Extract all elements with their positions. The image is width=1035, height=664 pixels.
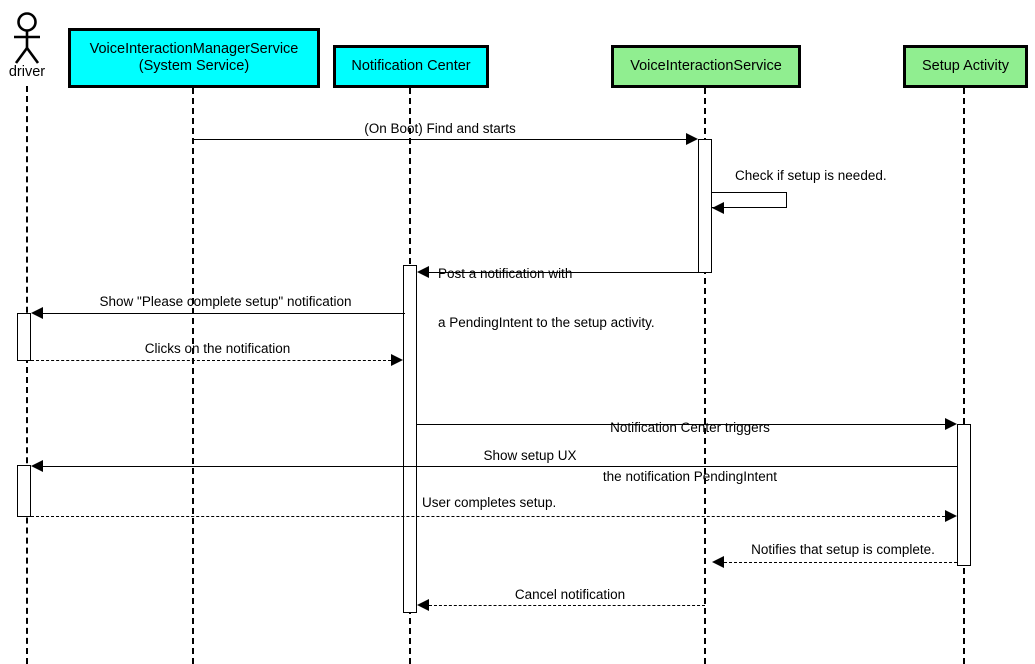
lifeline-driver [26, 86, 28, 664]
participant-box-notification-center[interactable]: Notification Center [333, 45, 489, 88]
message-label-9: Notifies that setup is complete. [751, 542, 935, 557]
activation-notification-center [403, 265, 417, 613]
lifeline-setup-activity [963, 88, 965, 664]
message-arrowhead-9 [712, 556, 724, 568]
message-arrowhead-4 [31, 307, 43, 319]
message-line-5 [31, 360, 391, 361]
message-arrowhead-8 [945, 510, 957, 522]
message-label-4: Show "Please complete setup" notificatio… [99, 294, 352, 309]
message-label-1: (On Boot) Find and starts [364, 121, 516, 136]
participant-label-setup-activity: Setup Activity [921, 57, 1010, 74]
participant-box-setup-activity[interactable]: Setup Activity [903, 45, 1028, 88]
participant-box-voiceinteractionmanagerservice[interactable]: VoiceInteractionManagerService (System S… [68, 28, 320, 88]
participant-label-driver: driver [8, 64, 46, 80]
message-line-1 [192, 139, 688, 140]
lifeline-voiceinteractionmanagerservice [192, 88, 194, 664]
message-label-8: User completes setup. [422, 495, 557, 510]
message-line-3 [429, 272, 705, 273]
message-label-3-line1: Post a notification with [438, 265, 573, 281]
message-label-3: Post a notification with a PendingIntent… [438, 233, 738, 365]
message-label-7: Show setup UX [483, 448, 577, 463]
message-arrowhead-2 [712, 202, 724, 214]
activation-voiceinteractionservice [698, 139, 712, 273]
activation-driver-2 [17, 465, 31, 517]
participant-label-vims-line1: VoiceInteractionManagerService [89, 40, 299, 57]
message-arrowhead-5 [391, 354, 403, 366]
message-label-3-line2: a PendingIntent to the setup activity. [438, 315, 655, 331]
message-line-7 [43, 466, 958, 467]
activation-driver-1 [17, 313, 31, 361]
participant-label-voiceinteractionservice: VoiceInteractionService [630, 57, 782, 74]
participant-box-voiceinteractionservice[interactable]: VoiceInteractionService [611, 45, 801, 88]
message-selfcall-box-2 [712, 192, 787, 208]
driver-actor-icon [4, 12, 50, 64]
message-label-10: Cancel notification [514, 587, 626, 602]
message-arrowhead-3 [417, 266, 429, 278]
message-line-4 [43, 313, 405, 314]
message-label-5: Clicks on the notification [144, 341, 291, 356]
message-label-6-line2: the notification PendingIntent [602, 469, 778, 485]
participant-label-notification-center: Notification Center [351, 57, 471, 74]
message-arrowhead-6 [945, 418, 957, 430]
lifeline-voiceinteractionservice [704, 88, 706, 664]
message-label-2: Check if setup is needed. [735, 168, 887, 183]
message-line-6 [417, 424, 945, 425]
message-label-6-line1: Notification Center triggers [610, 419, 770, 435]
message-label-6: Notification Center triggers the notific… [500, 387, 880, 519]
message-line-9 [724, 562, 957, 563]
activation-setup-activity [957, 424, 971, 566]
message-arrowhead-10 [417, 599, 429, 611]
message-line-8 [31, 516, 945, 517]
message-arrowhead-7 [31, 460, 43, 472]
message-arrowhead-1 [686, 133, 698, 145]
participant-label-vims-line2: (System Service) [138, 58, 250, 74]
message-line-10 [429, 605, 705, 606]
